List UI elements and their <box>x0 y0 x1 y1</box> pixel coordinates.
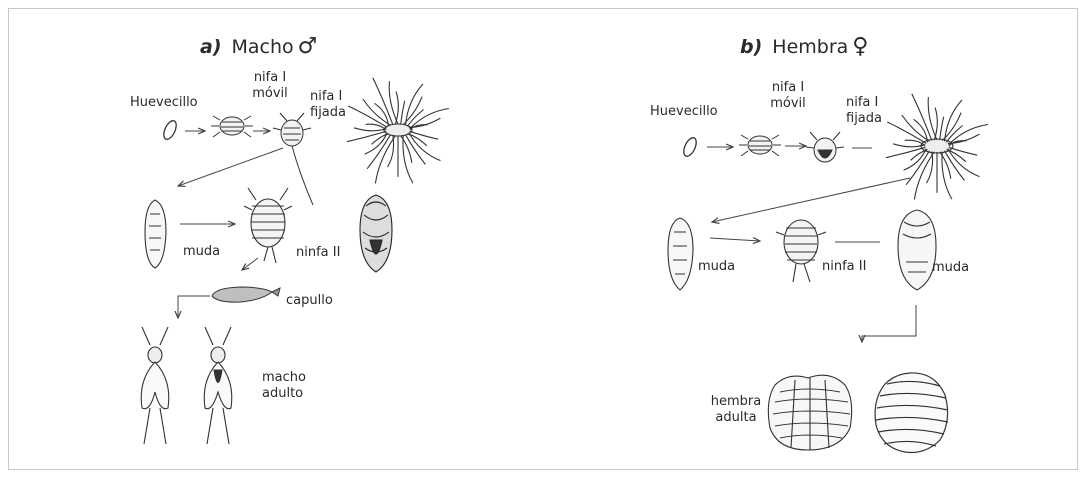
wax-filament <box>948 149 980 177</box>
label-nymph1-mobile-line1-male: nifa I <box>245 70 295 86</box>
label-nymph1-fixed-line1-female: nifa I <box>846 95 882 111</box>
label-nymph1-mobile-line1-female: nifa I <box>763 80 813 96</box>
male-panel-title: a) Macho♂ <box>200 36 317 58</box>
label-egg-female: Huevecillo <box>650 104 718 120</box>
molt-female <box>668 218 693 290</box>
female-title-text: Hembra <box>772 36 848 58</box>
wax-filament <box>401 101 405 124</box>
nymph2-female <box>776 220 826 282</box>
label-adult-male: macho adulto <box>262 370 306 402</box>
label-nymph1-mobile-female: nifa I móvil <box>763 80 813 112</box>
female-panel-title: b) Hembra♀ <box>740 36 868 58</box>
wax-filament <box>401 136 412 163</box>
label-molt-male: muda <box>183 244 220 260</box>
arrow-cocoon-to-adult-male <box>178 296 210 318</box>
wax-filament <box>949 147 978 155</box>
wax-filament <box>912 94 932 141</box>
adult-male-1 <box>141 327 169 444</box>
label-nymph1-mobile-line2-male: móvil <box>245 86 295 102</box>
wax-filament <box>347 131 386 141</box>
arrow-fixed-to-molt-male <box>178 148 283 186</box>
mobile-nymph-female <box>739 135 781 156</box>
female-panel-letter: b) <box>740 36 762 58</box>
adult-female-1 <box>768 375 851 450</box>
label-cocoon-male: capullo <box>286 293 333 309</box>
label-adult-line1-male: macho <box>262 370 306 386</box>
wax-secretion-female <box>886 94 988 200</box>
arrow-molt2-to-adult-female <box>862 305 916 342</box>
wax-filament <box>373 78 393 125</box>
label-molt2-female: muda <box>932 260 969 276</box>
nymph2-male <box>244 188 292 263</box>
wax-filament <box>410 131 439 139</box>
label-nymph1-mobile-male: nifa I móvil <box>245 70 295 102</box>
label-nymph1-fixed-line2-male: fijada <box>310 105 346 121</box>
adult-female-2 <box>875 373 948 453</box>
wax-filament <box>940 117 944 140</box>
wax-filament <box>409 133 441 161</box>
male-title-text: Macho <box>232 36 294 58</box>
wax-filament <box>893 144 925 147</box>
label-adult-line2-female: adulta <box>704 410 768 426</box>
wax-filament <box>886 147 925 157</box>
label-nymph1-fixed-female: nifa I fijada <box>846 95 882 127</box>
label-nymph1-fixed-line1-male: nifa I <box>310 89 346 105</box>
wax-secretion-male <box>347 78 449 184</box>
arrow-molt-to-nymph2-female <box>710 238 760 241</box>
male-symbol-icon: ♂ <box>298 34 318 59</box>
cocoon-male <box>212 287 280 302</box>
label-nymph1-mobile-line2-female: móvil <box>763 96 813 112</box>
female-symbol-icon: ♀ <box>852 34 868 59</box>
arrow-wax-to-molt-female <box>712 178 910 222</box>
molt2-female <box>898 210 936 290</box>
label-nymph2-female: ninfa II <box>822 259 866 275</box>
label-nymph1-fixed-male: nifa I fijada <box>310 89 346 121</box>
label-adult-line2-male: adulto <box>262 386 306 402</box>
adult-male-2 <box>204 327 232 444</box>
label-nymph1-fixed-line2-female: fijada <box>846 111 882 127</box>
fixed-nymph-male <box>273 113 313 205</box>
label-adult-line1-female: hembra <box>704 394 768 410</box>
fixed-nymph-female <box>806 132 844 162</box>
arrow-nymph2-to-cocoon-male <box>242 258 258 270</box>
molt-male <box>145 200 166 268</box>
egg-female <box>681 136 699 158</box>
label-molt1-female: muda <box>698 259 735 275</box>
label-egg-male: Huevecillo <box>130 95 198 111</box>
molt-dark-male <box>360 195 392 272</box>
label-nymph2-male: ninfa II <box>296 245 340 261</box>
wax-filament <box>354 128 386 131</box>
wax-filament <box>940 152 951 179</box>
mobile-nymph-male <box>211 116 253 137</box>
label-adult-female: hembra adulta <box>704 394 768 426</box>
egg-male <box>161 119 179 141</box>
male-panel-letter: a) <box>200 36 222 58</box>
